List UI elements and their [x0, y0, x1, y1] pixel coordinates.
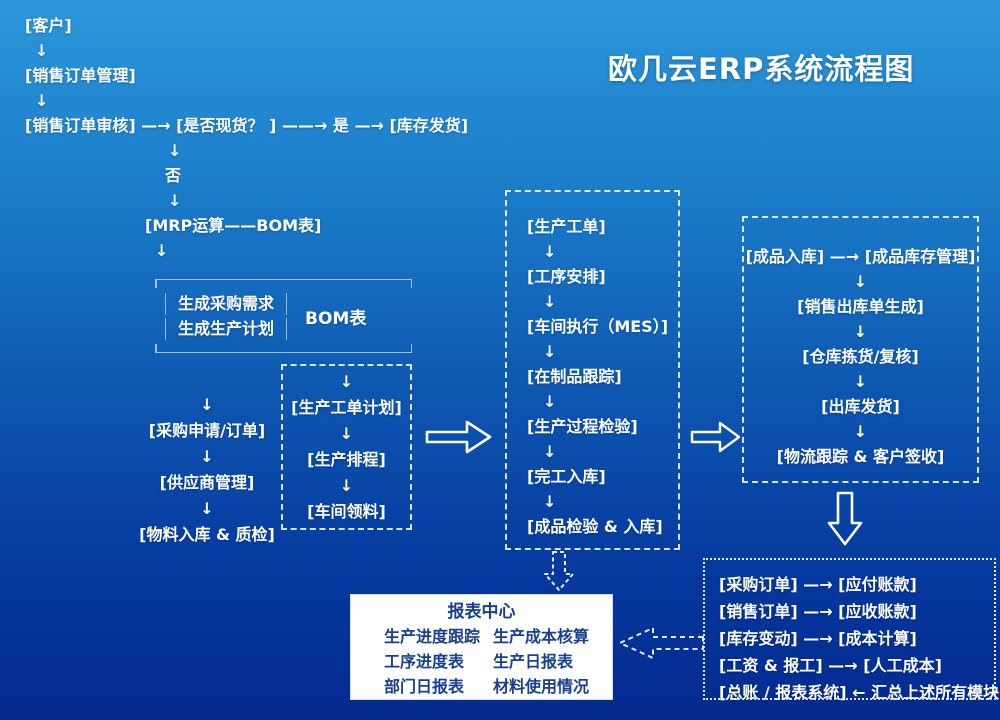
down-arrow-icon: ↓: [35, 91, 49, 110]
right-block-arrow-icon: [424, 417, 494, 457]
node-sales-order-mgmt: [销售订单管理]: [25, 66, 136, 85]
node-supplier-mgmt: [供应商管理]: [159, 473, 255, 492]
node-mrp: [MRP运算——BOM表]: [145, 216, 322, 235]
report-row: 生产进度跟踪 生产成本核算: [351, 624, 612, 649]
left-dashed-arrow-icon: [617, 623, 705, 663]
down-arrow-icon: ↓: [543, 292, 557, 311]
node-wip-tracking: [在制品跟踪]: [527, 367, 622, 386]
report-item-cost-accounting: 生产成本核算: [493, 627, 590, 646]
down-arrow-icon: ↓: [543, 242, 557, 261]
report-item-daily-production: 生产日报表: [493, 652, 574, 671]
down-arrow-icon: ↓: [200, 447, 214, 466]
down-arrow-icon: ↓: [543, 342, 557, 361]
down-arrow-icon: ↓: [543, 392, 557, 411]
warehouse-shipping-box: [成品入库] —→ [成品库存管理] ↓ [销售出库单生成] ↓ [仓库拣货/复…: [742, 216, 979, 483]
node-po-to-ap: [采购订单] —→ [应付账款]: [719, 575, 917, 594]
report-item-dept-daily: 部门日报表: [384, 677, 465, 696]
node-logistics-signoff: [物流跟踪 & 客户签收]: [776, 447, 945, 466]
down-arrow-icon: ↓: [168, 191, 182, 210]
down-block-arrow-icon: [826, 491, 864, 547]
node-inventory-to-cost: [库存变动] —→ [成本计算]: [719, 629, 917, 648]
node-generate-production-plan: 生成生产计划: [165, 317, 288, 340]
node-generate-purchase-demand: 生成采购需求: [165, 292, 288, 315]
node-outbound-shipping: [出库发货]: [821, 397, 900, 416]
right-block-arrow-icon: [690, 419, 742, 455]
mrp-output-cells: 生成采购需求 生成生产计划: [165, 290, 288, 343]
page-title: 欧几云ERP系统流程图: [608, 52, 915, 86]
node-shopfloor-mes: [车间执行（MES）]: [527, 317, 669, 336]
report-item-material-usage: 材料使用情况: [493, 677, 590, 696]
report-row: 工序进度表 生产日报表: [351, 649, 612, 674]
branch-no-label: 否: [165, 166, 182, 185]
node-material-inbound-qc: [物料入库 & 质检]: [139, 525, 275, 544]
down-arrow-icon: ↓: [339, 424, 354, 443]
mrp-output-frame: 生成采购需求 生成生产计划 BOM表: [155, 279, 412, 353]
report-center-box: 报表中心 生产进度跟踪 生产成本核算 工序进度表 生产日报表 部门日报表 材料使…: [350, 594, 613, 700]
report-row: 部门日报表 材料使用情况: [351, 674, 612, 699]
down-arrow-icon: ↓: [200, 499, 214, 518]
down-arrow-icon: ↓: [339, 476, 354, 495]
node-production-scheduling: [生产排程]: [307, 450, 386, 469]
node-payroll-to-laborcost: [工资 & 报工] —→ [人工成本]: [719, 656, 942, 675]
node-sales-outbound-order: [销售出库单生成]: [797, 297, 924, 316]
down-arrow-icon: ↓: [339, 372, 354, 391]
node-order-review-row: [销售订单审核] —→ [是否现货？ ] ——→ 是 —→ [库存发货]: [25, 116, 469, 135]
node-general-ledger: [总账 / 报表系统] ← 汇总上述所有模块: [719, 683, 1000, 702]
finance-module-box: [采购订单] —→ [应付账款] [销售订单] —→ [应收账款] [库存变动]…: [703, 558, 999, 702]
purchase-flow: ↓ [采购申请/订单] ↓ [供应商管理] ↓ [物料入库 & 质检]: [128, 392, 286, 548]
down-dashed-arrow-icon: [543, 551, 575, 593]
node-final-inspection-inbound: [成品检验 & 入库]: [527, 517, 663, 536]
workorder-plan-box: ↓ [生产工单计划] ↓ [生产排程] ↓ [车间领料]: [281, 364, 412, 530]
bom-table-label: BOM表: [305, 308, 367, 329]
node-process-arrangement: [工序安排]: [527, 267, 606, 286]
production-exec-box: [生产工单] ↓ [工序安排] ↓ [车间执行（MES）] ↓ [在制品跟踪] …: [505, 190, 680, 550]
sales-flow: [客户] ↓ [销售订单管理] ↓ [销售订单审核] —→ [是否现货？ ] —…: [25, 13, 468, 263]
node-fg-inbound-row: [成品入库] —→ [成品库存管理]: [745, 247, 976, 266]
node-finish-inbound: [完工入库]: [527, 467, 606, 486]
down-arrow-icon: ↓: [853, 422, 868, 441]
node-shopfloor-picking: [车间领料]: [307, 502, 386, 521]
report-item-process-progress: 工序进度表: [384, 652, 465, 671]
down-arrow-icon: ↓: [543, 442, 557, 461]
node-purchase-request: [采购申请/订单]: [148, 421, 266, 440]
node-process-inspection: [生产过程检验]: [527, 417, 638, 436]
down-arrow-icon: ↓: [853, 272, 868, 291]
node-warehouse-picking: [仓库拣货/复核]: [802, 347, 919, 366]
down-arrow-icon: ↓: [168, 141, 182, 160]
report-item-progress-tracking: 生产进度跟踪: [384, 627, 481, 646]
node-workorder-plan: [生产工单计划]: [291, 398, 402, 417]
down-arrow-icon: ↓: [543, 492, 557, 511]
down-arrow-icon: ↓: [155, 241, 169, 260]
down-arrow-icon: ↓: [853, 322, 868, 341]
node-production-workorder: [生产工单]: [527, 217, 606, 236]
report-center-title: 报表中心: [447, 602, 516, 622]
node-so-to-ar: [销售订单] —→ [应收账款]: [719, 602, 917, 621]
node-customer: [客户]: [25, 16, 72, 35]
down-arrow-icon: ↓: [35, 41, 49, 60]
down-arrow-icon: ↓: [853, 372, 868, 391]
down-arrow-icon: ↓: [200, 395, 214, 414]
